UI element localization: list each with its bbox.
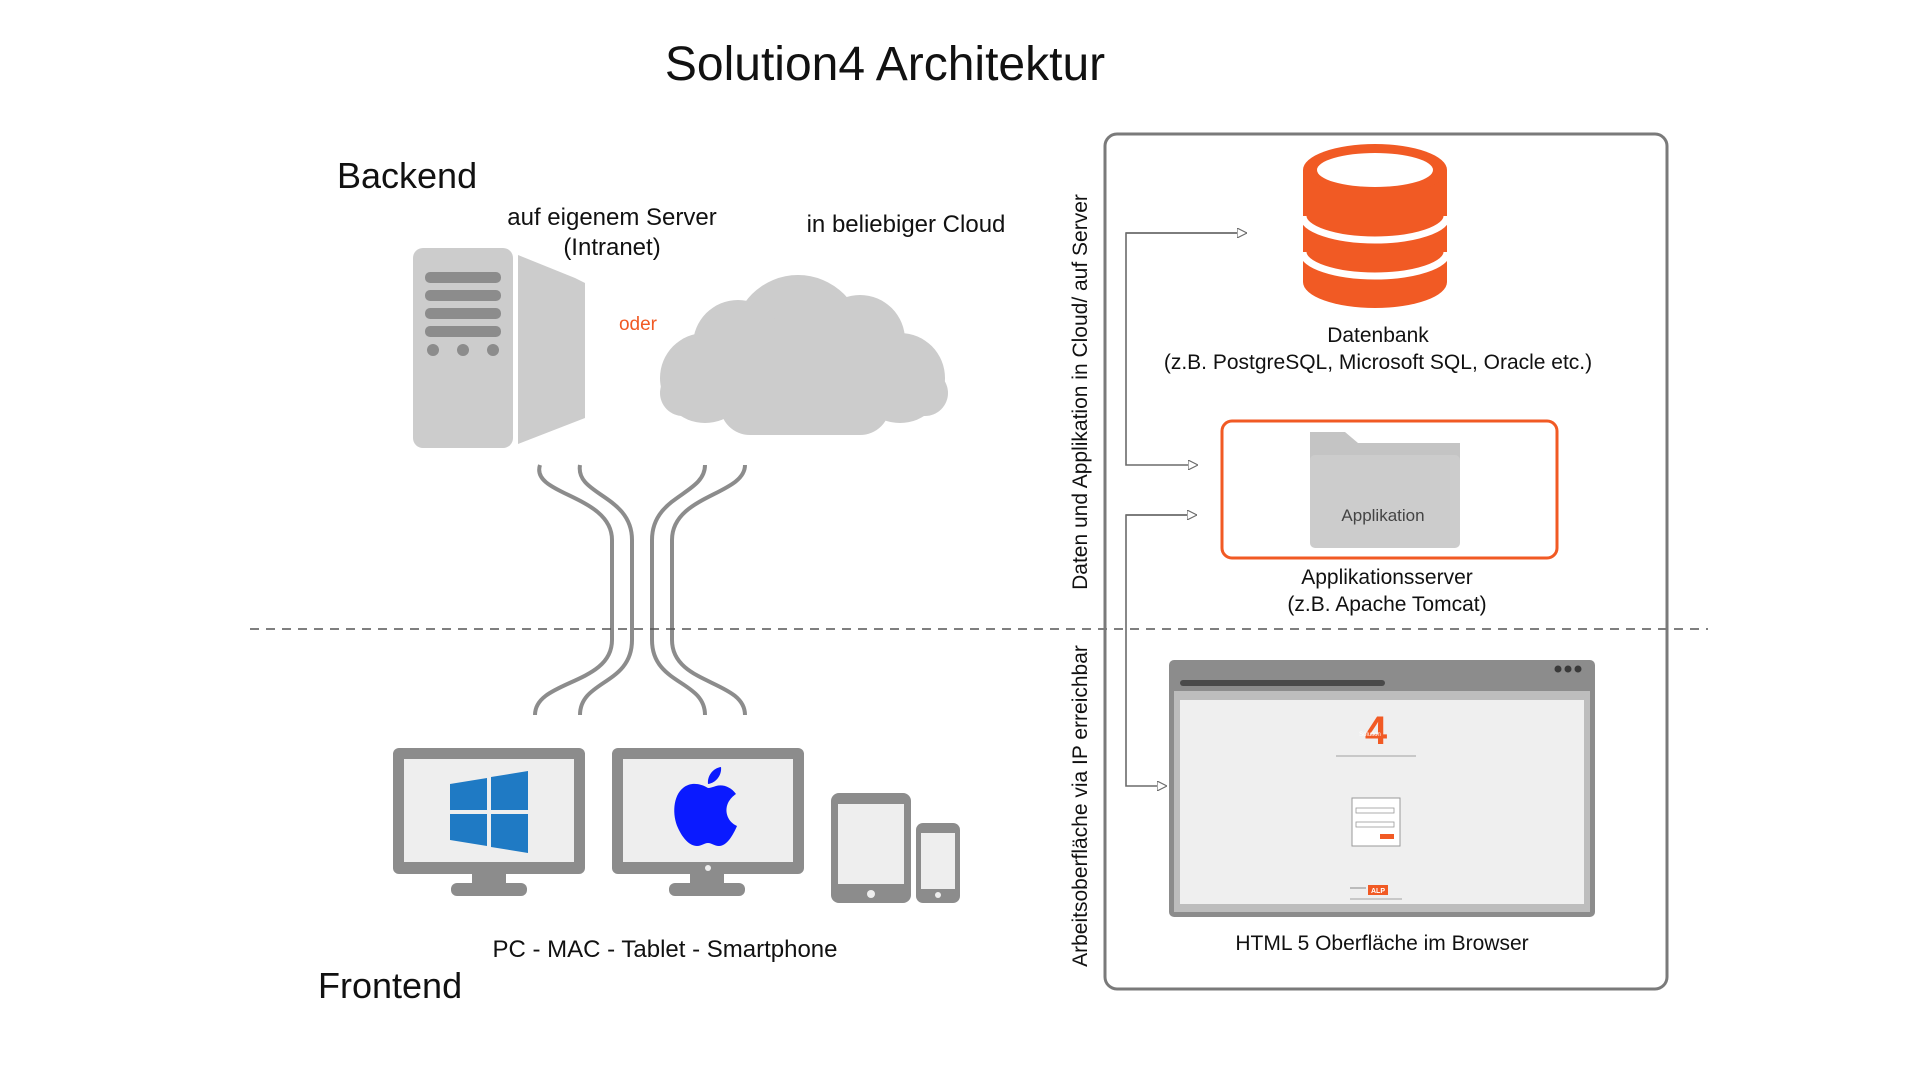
connection-cables [533,464,747,716]
browser-window: 4 Solution ALP [1169,660,1595,917]
browser-address-bar [1180,680,1385,686]
svg-text:4: 4 [1365,709,1388,753]
database-label: Datenbank [1327,324,1429,347]
cloud-icon [660,275,948,435]
devices-label: PC - MAC - Tablet - Smartphone [492,936,837,963]
database-icon [1299,144,1451,308]
frontend-heading: Frontend [318,965,462,1006]
vertical-label-interface: Arbeitsoberfläche via IP erreichbar [1069,645,1092,967]
browser-menu-dot [1564,665,1572,673]
svg-text:ALP: ALP [1371,888,1385,895]
appserver-label: Applikationsserver [1301,566,1473,589]
backend-heading: Backend [337,155,477,196]
server-label-line1: auf eigenem Server [507,204,716,231]
vertical-label-data-app: Daten und Applikation in Cloud/ auf Serv… [1069,194,1092,590]
server-tower-icon [413,248,585,448]
cloud-label: in beliebiger Cloud [807,211,1006,238]
apple-logo-icon [674,767,737,846]
browser-menu-dot [1574,665,1582,673]
login-form [1351,797,1401,847]
svg-text:Solution: Solution [1359,732,1381,738]
folder-icon [1310,432,1460,548]
smartphone-icon [916,823,960,903]
alp-logo [1368,885,1388,895]
mac-icon [612,748,804,896]
page-title: Solution4 Architektur [665,38,1105,91]
or-label: oder [619,314,658,335]
windows-pc-icon [393,748,585,896]
browser-menu-dot [1554,665,1562,673]
panel-arrows [1125,233,1247,786]
tablet-icon [831,793,911,903]
browser-label: HTML 5 Oberfläche im Browser [1235,932,1528,955]
appserver-examples: (z.B. Apache Tomcat) [1287,593,1486,616]
windows-logo-icon [450,771,528,853]
server-panel [1103,132,1669,991]
solution4-logo: 4 Solution [1359,709,1388,753]
folder-label: Applikation [1341,506,1424,525]
database-examples: (z.B. PostgreSQL, Microsoft SQL, Oracle … [1164,351,1592,374]
server-label-line2: (Intranet) [563,234,660,261]
